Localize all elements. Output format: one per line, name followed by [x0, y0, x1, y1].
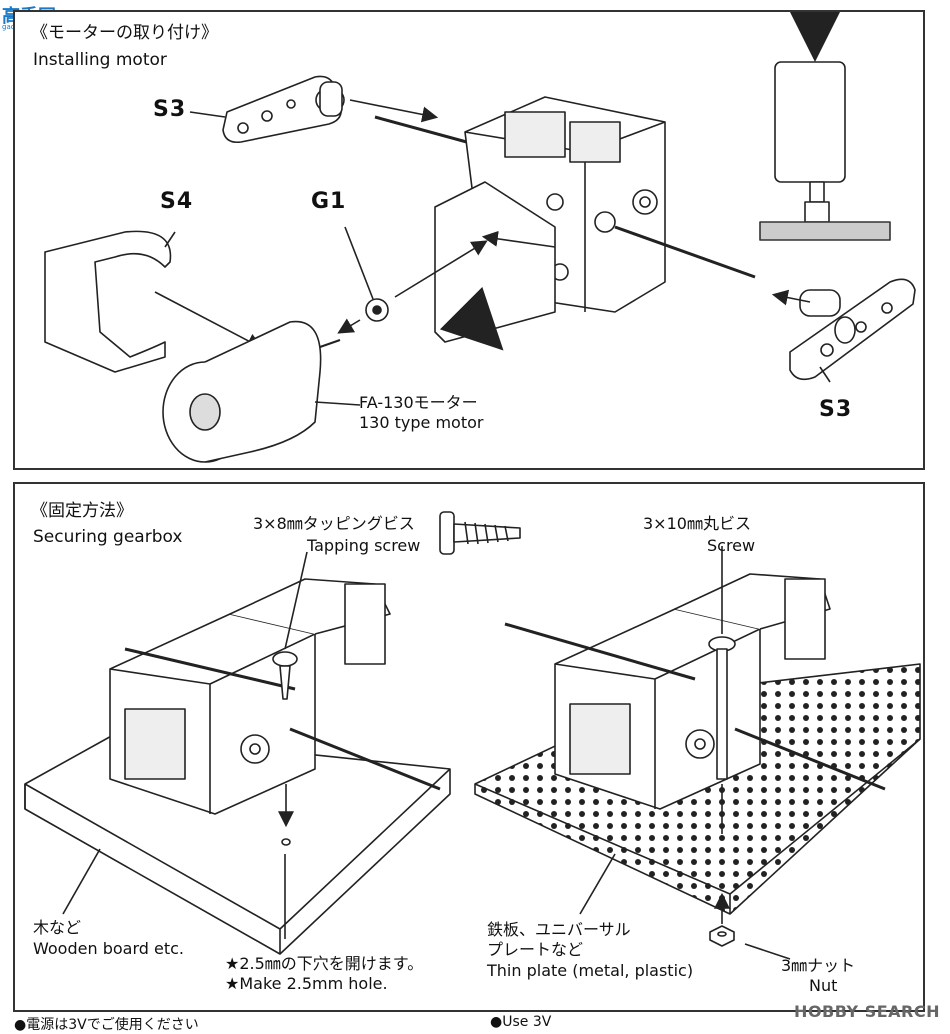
- right-shaft-front: [734, 727, 886, 791]
- panel2-title-en: Securing gearbox: [33, 527, 183, 547]
- hole-note-en: ★Make 2.5mm hole.: [225, 974, 388, 993]
- hobby-search-watermark: HOBBY SEARCH: [794, 1002, 940, 1021]
- screw-label-en: Screw: [707, 536, 756, 555]
- tapping-screw-label-jp: 3×8㎜タッピングビス: [253, 514, 415, 533]
- screw-label-jp: 3×10㎜丸ビス: [643, 514, 751, 533]
- label-motor-jp: FA-130モーター: [359, 393, 478, 412]
- panel2-title-jp: 《固定方法》: [31, 501, 133, 521]
- tapping-screw-label-en: Tapping screw: [307, 536, 421, 555]
- shaft-right: [614, 225, 756, 279]
- label-g1: G1: [311, 189, 347, 214]
- footer-note-en: ●Use 3V: [490, 1014, 552, 1030]
- label-s4: S4: [160, 189, 194, 214]
- tapping-screw-icon: [439, 511, 521, 555]
- wood-label-jp: 木など: [33, 918, 82, 937]
- plate-label-jp2: プレートなど: [487, 940, 584, 959]
- installing-motor-panel: 《モーターの取り付け》 Installing motor S3 S4 G1 FA…: [13, 10, 925, 470]
- label-s3-top: S3: [153, 97, 187, 122]
- left-shaft-back: [124, 647, 296, 691]
- fa130-motor: [162, 320, 341, 463]
- wood-label-en: Wooden board etc.: [33, 939, 184, 958]
- nut: [709, 892, 735, 947]
- tapping-screw-left: [272, 651, 298, 700]
- securing-gearbox-illustration: [24, 511, 921, 960]
- s3-crank-top: [222, 75, 439, 144]
- panel1-title-jp: 《モーターの取り付け》: [31, 23, 218, 43]
- right-shaft-back: [504, 622, 696, 681]
- s3-crank-bottom: [771, 278, 916, 381]
- label-s3-bottom: S3: [819, 397, 853, 422]
- round-screw: [708, 636, 736, 780]
- s4-motor-holder: [44, 230, 263, 373]
- plate-label-en: Thin plate (metal, plastic): [487, 961, 694, 980]
- left-gearbox: [109, 578, 391, 815]
- securing-gearbox-panel: 《固定方法》 Securing gearbox 3×8㎜タッピングビス Tapp…: [13, 482, 925, 1012]
- panel1-title-en: Installing motor: [33, 50, 167, 70]
- label-motor-en: 130 type motor: [359, 413, 484, 432]
- plate-label-jp1: 鉄板、ユニバーサル: [487, 920, 631, 939]
- nut-label-jp: 3㎜ナット: [781, 956, 856, 975]
- nut-label-en: Nut: [809, 976, 838, 995]
- right-gearbox: [554, 573, 831, 810]
- hole-note-jp: ★2.5㎜の下穴を開けます。: [225, 954, 424, 973]
- g1-pinion: [337, 240, 488, 334]
- footer-note-jp: ●電源は3Vでご使用ください: [14, 1017, 199, 1033]
- pilot-hole: [281, 838, 291, 846]
- installing-motor-illustration: [44, 12, 916, 463]
- left-shaft-front: [289, 727, 441, 791]
- inset-motor-press: [759, 12, 891, 241]
